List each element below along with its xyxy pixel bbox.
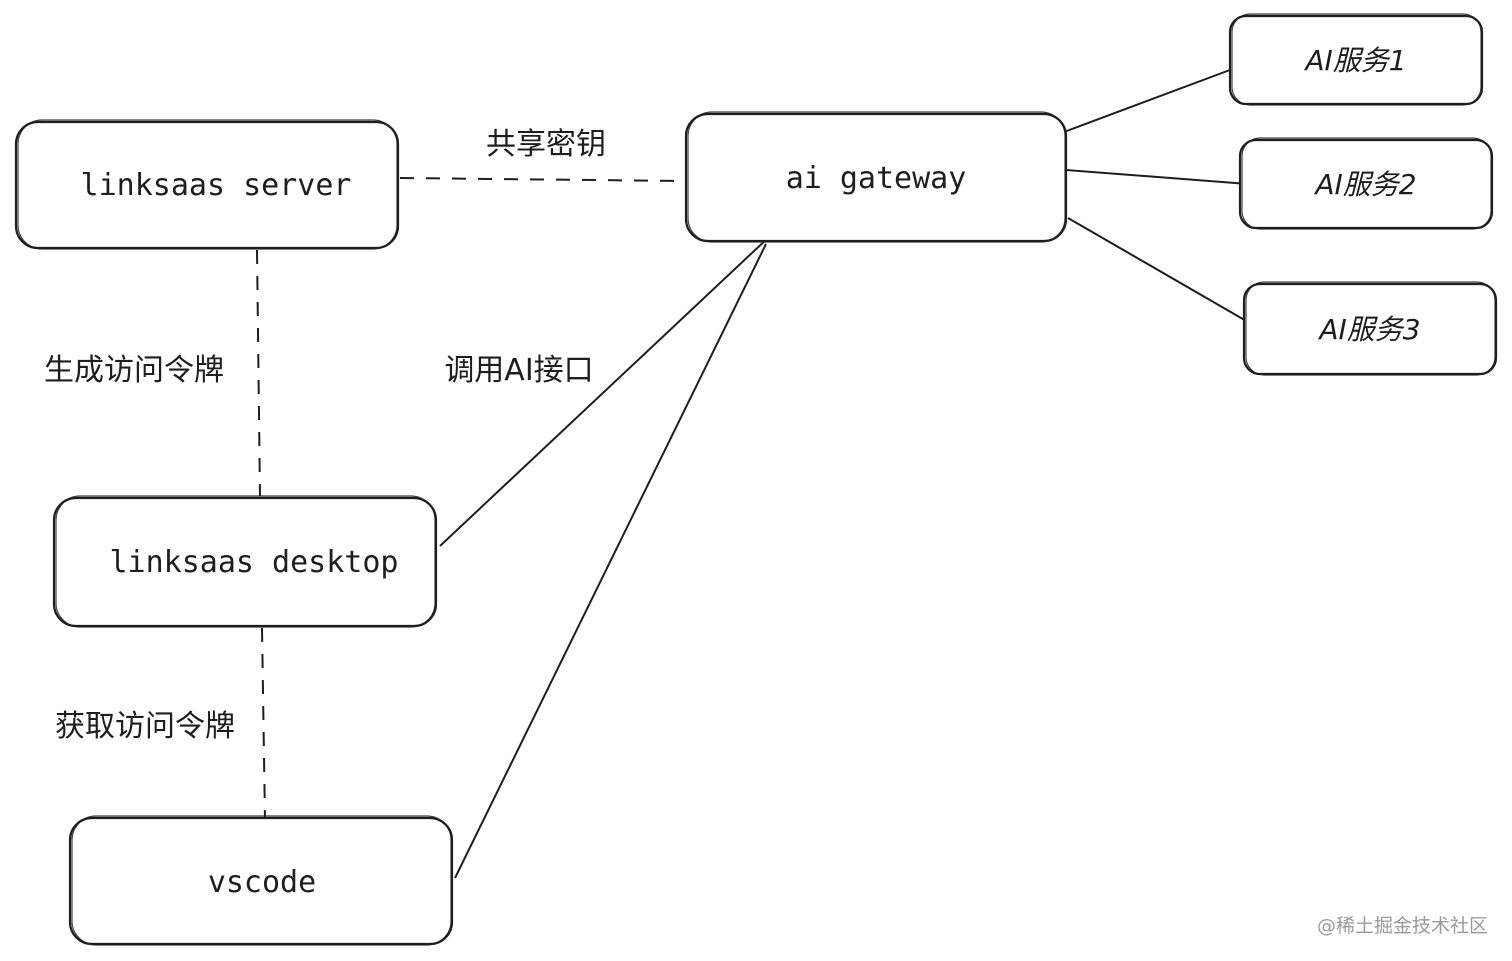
node-label-desktop: linksaas desktop	[110, 545, 399, 580]
node-linksaas-desktop: linksaas desktop	[52, 495, 438, 628]
node-label-vscode: vscode	[208, 865, 316, 900]
node-linksaas-server: linksaas server	[14, 119, 400, 250]
node-ai-gateway: ai gateway	[684, 111, 1068, 243]
edge-vscode-gateway	[454, 243, 767, 879]
watermark-text: @稀土掘金技术社区	[1317, 915, 1488, 937]
edge-label-call-ai: 调用AI接口	[444, 353, 593, 388]
edge-gateway-ai3	[1067, 217, 1249, 323]
edge-server-gateway	[399, 177, 687, 182]
edge-gateway-ai2	[1065, 169, 1249, 185]
edge-desktop-gateway	[439, 235, 771, 547]
edge-gateway-ai1	[1063, 66, 1239, 133]
node-label-server: linksaas server	[81, 168, 352, 203]
edge-label-gen-token: 生成访问令牌	[44, 353, 224, 388]
node-label-ai1: AI服务1	[1303, 44, 1406, 77]
edge-label-shared-key: 共享密钥	[486, 127, 606, 162]
edge-label-get-token: 获取访问令牌	[55, 709, 235, 744]
node-label-gateway: ai gateway	[786, 161, 967, 196]
node-ai-service-1: AI服务1	[1228, 13, 1484, 106]
node-ai-service-2: AI服务2	[1238, 137, 1494, 230]
node-ai-service-3: AI服务3	[1242, 281, 1498, 376]
node-label-ai3: AI服务3	[1317, 313, 1420, 346]
node-vscode: vscode	[68, 815, 454, 946]
edge-desktop-vscode	[261, 627, 266, 821]
node-label-ai2: AI服务2	[1313, 168, 1416, 201]
edge-server-desktop	[256, 249, 261, 497]
